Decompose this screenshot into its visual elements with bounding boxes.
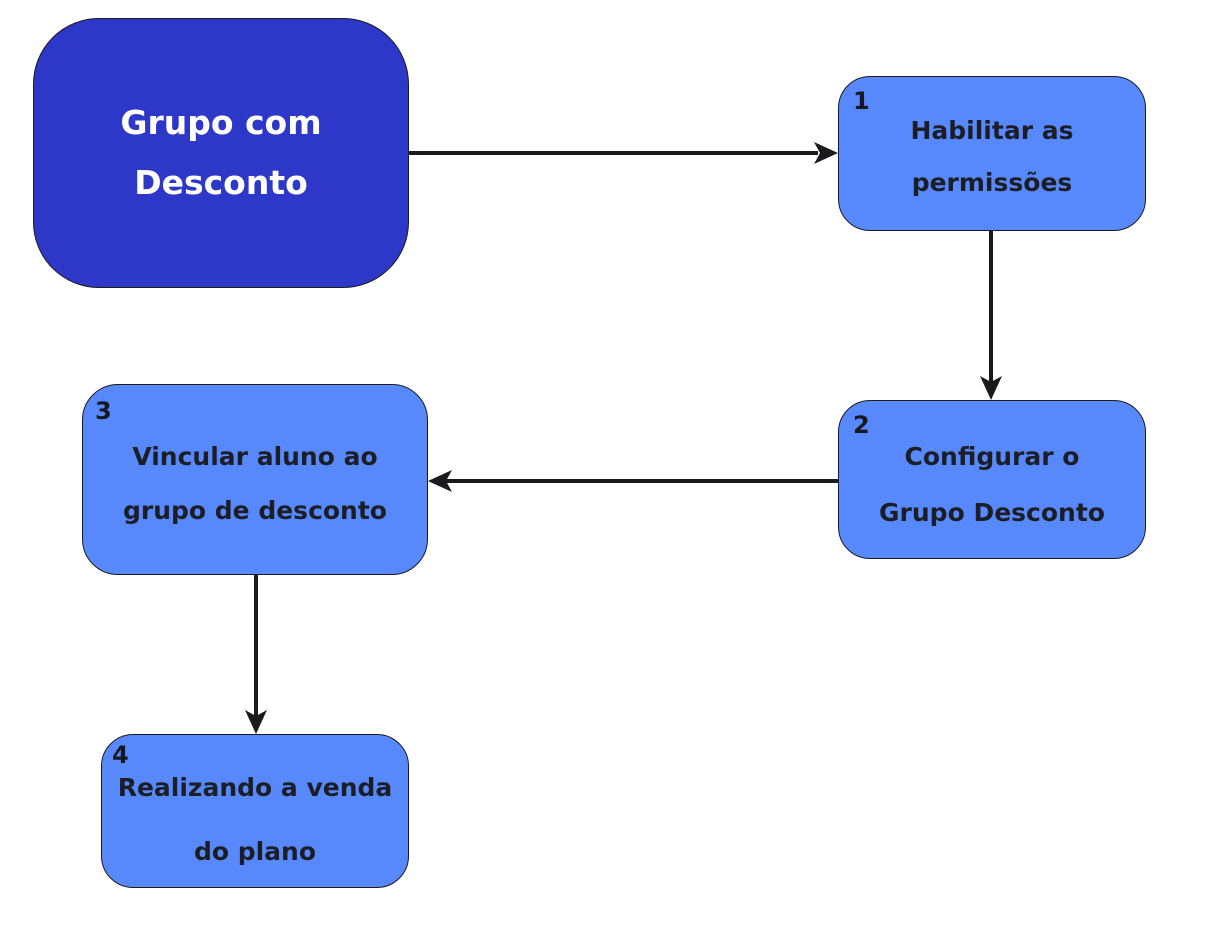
step3-number: 3 — [95, 397, 112, 425]
step3-label-line1: Vincular aluno ao — [132, 441, 378, 471]
node-step2-configurar-grupo: 2 Configurar o Grupo Desconto — [838, 400, 1146, 559]
step4-number: 4 — [112, 741, 129, 769]
node-step3-vincular-aluno: 3 Vincular aluno ao grupo de desconto — [82, 384, 428, 575]
node-step1-habilitar-permissoes: 1 Habilitar as permissões — [838, 76, 1146, 231]
node-start-label-line2: Desconto — [134, 163, 308, 202]
step2-number: 2 — [853, 411, 870, 439]
step4-label-line2: do plano — [193, 837, 317, 866]
step3-label-line2: grupo de desconto — [122, 495, 387, 525]
arrowhead-step3 — [428, 470, 452, 492]
arrowhead-step2 — [980, 376, 1002, 400]
step1-label-line1: Habilitar as — [910, 115, 1074, 145]
step1-number: 1 — [853, 87, 870, 115]
node-start-grupo-com-desconto: Grupo com Desconto — [33, 18, 409, 288]
arrowhead-step4 — [245, 710, 267, 734]
step1-label-line2: permissões — [911, 167, 1073, 197]
step2-label-line2: Grupo Desconto — [879, 497, 1105, 527]
node-step4-realizando-venda: 4 Realizando a venda do plano — [101, 734, 409, 888]
step4-label-line1: Realizando a venda — [117, 773, 393, 802]
node-start-label-line1: Grupo com — [120, 103, 322, 142]
step2-label-line1: Configurar o — [904, 441, 1080, 471]
arrowhead-step1 — [814, 142, 838, 164]
